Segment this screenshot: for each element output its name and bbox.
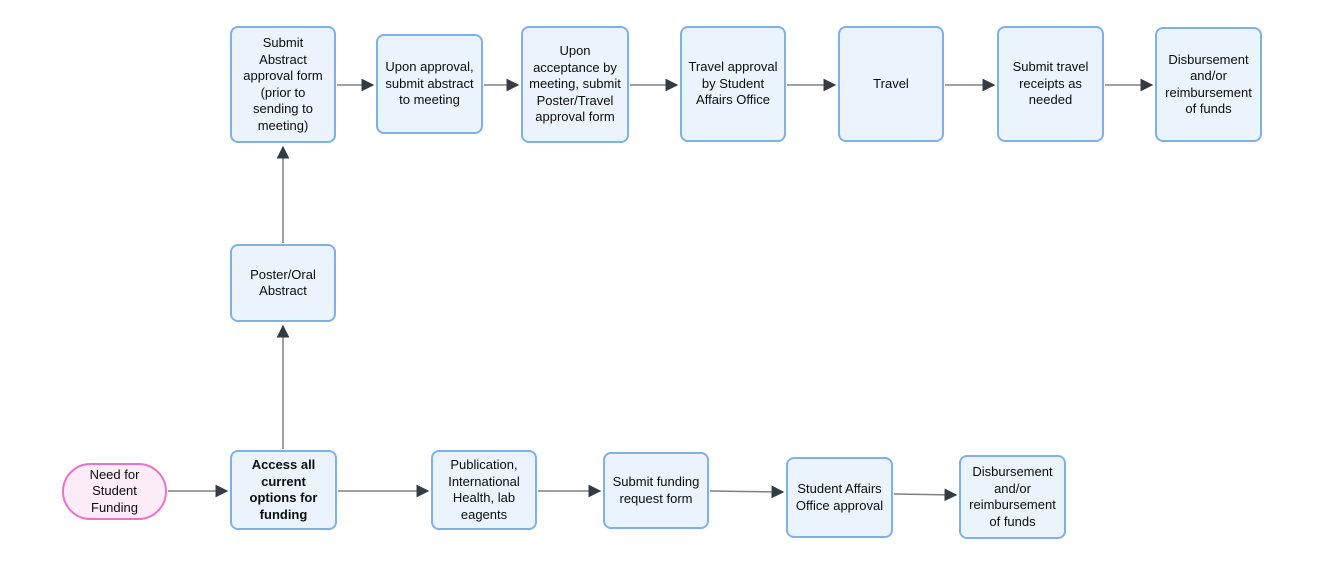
node-student-affairs-office-approval: Student Affairs Office approval [786, 457, 893, 538]
node-label: Need for Student Funding [89, 466, 140, 515]
node-access-all-current-options: Access all current options for funding [230, 450, 337, 530]
node-publication-international-health: Publication, International Health, lab e… [431, 450, 537, 530]
node-disbursement-top: Disbursement and/or reimbursement of fun… [1155, 27, 1262, 142]
edge-student-affairs-to-disbursement-bottom [893, 488, 958, 502]
node-submit-abstract-approval-form: Submit Abstract approval form (prior to … [230, 26, 336, 143]
node-label: Upon acceptance by meeting, submit Poste… [529, 43, 621, 125]
node-label: Upon approval, submit abstract to meetin… [385, 59, 474, 108]
node-label: Submit funding request form [612, 474, 700, 506]
node-label: Disbursement and/or reimbursement of fun… [969, 464, 1056, 529]
node-submit-funding-request-form: Submit funding request form [603, 452, 709, 529]
node-submit-travel-receipts: Submit travel receipts as needed [997, 26, 1104, 142]
edge-submit-funding-to-student-affairs [709, 485, 785, 499]
node-label: Student Affairs Office approval [795, 481, 884, 513]
node-travel-approval-student-affairs: Travel approval by Student Affairs Offic… [680, 26, 786, 142]
node-label: Access all current options for funding [249, 457, 318, 522]
node-upon-acceptance-submit-poster-travel-form: Upon acceptance by meeting, submit Poste… [521, 26, 629, 143]
node-label: Poster/Oral Abstract [250, 266, 316, 299]
node-label: Submit Abstract approval form (prior to … [243, 35, 323, 133]
node-need-for-student-funding: Need for Student Funding [62, 463, 167, 520]
node-label: Submit travel receipts as needed [1012, 59, 1089, 108]
node-label: Disbursement and/or reimbursement of fun… [1165, 51, 1252, 117]
node-poster-oral-abstract: Poster/Oral Abstract [230, 244, 336, 322]
node-disbursement-bottom: Disbursement and/or reimbursement of fun… [959, 455, 1066, 539]
node-travel: Travel [838, 26, 944, 142]
node-label: Travel approval by Student Affairs Offic… [688, 59, 778, 108]
node-upon-approval-submit-abstract: Upon approval, submit abstract to meetin… [376, 34, 483, 134]
node-label: Publication, International Health, lab e… [448, 457, 520, 522]
node-label: Travel [873, 75, 909, 91]
